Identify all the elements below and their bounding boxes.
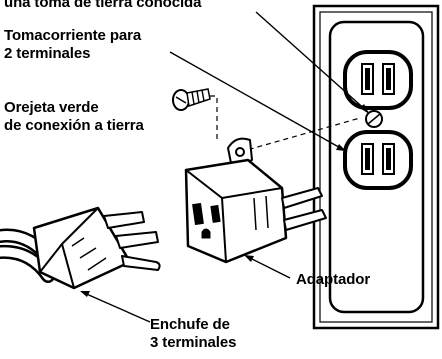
ground-tab-label-line1: Orejeta verde <box>4 99 99 116</box>
screw-icon <box>172 88 211 111</box>
plug-label-line2: 3 terminales <box>150 334 237 351</box>
ground-tab-label-line2: de conexión a tierra <box>4 117 144 134</box>
ground-screw-label: una toma de tierra conocida <box>4 0 201 12</box>
plug-label: Enchufe de 3 terminales <box>150 316 236 352</box>
receptacle-label-line1: Tomacorriente para <box>4 27 142 44</box>
wall-outlet-icon <box>312 4 440 330</box>
plug-label-line1: Enchufe de <box>150 316 230 333</box>
receptacle-label: Tomacorriente para 2 terminales <box>4 27 141 63</box>
adapter-label-line1: Adaptador <box>296 271 371 288</box>
adapter-label: Adaptador <box>296 271 370 289</box>
ground-tab-label: Orejeta verde de conexión a tierra <box>4 99 144 135</box>
adapter-icon <box>184 137 327 264</box>
plug-icon <box>0 206 161 290</box>
leader-lines <box>80 11 369 323</box>
alignment-guides <box>210 95 361 153</box>
ground-screw-label-line1: una toma de tierra conocida <box>4 0 202 11</box>
receptacle-label-line2: 2 terminales <box>4 45 91 62</box>
